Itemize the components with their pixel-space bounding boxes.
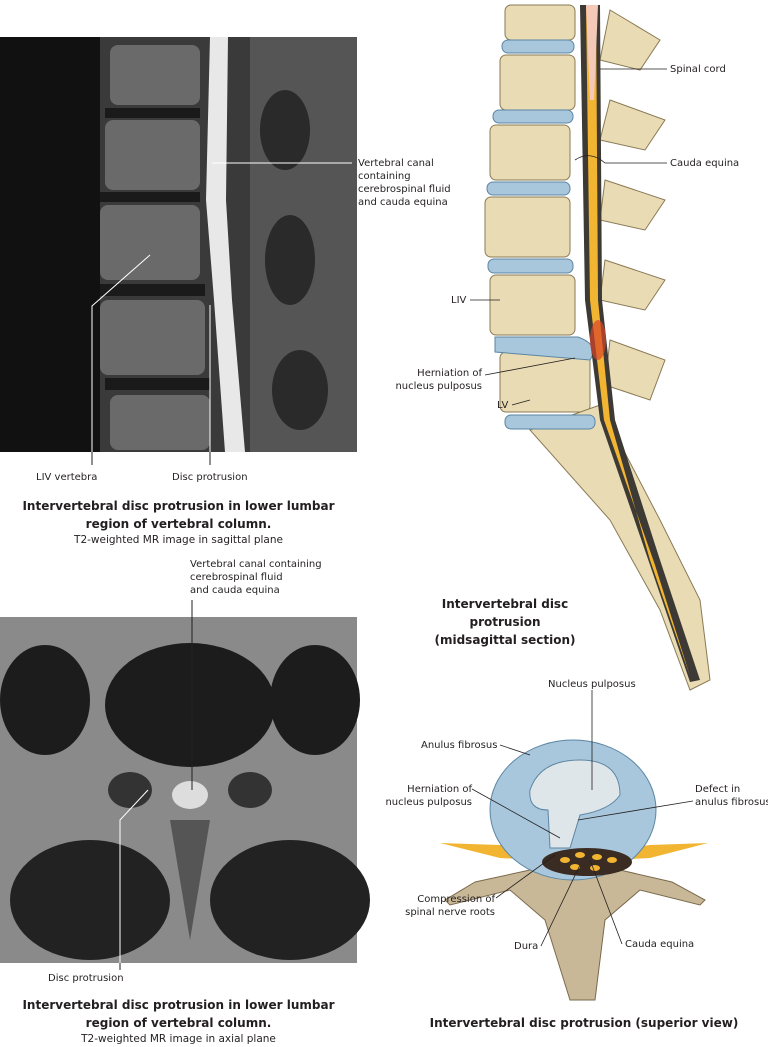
sagittal-mri-image bbox=[0, 37, 357, 452]
caption-title-line: Intervertebral disc protrusion in lower … bbox=[22, 499, 335, 513]
axial-leader-lines bbox=[119, 600, 193, 970]
label-line: spinal nerve roots bbox=[405, 907, 495, 918]
label-lv: LV bbox=[497, 400, 509, 411]
caption-title-line: region of vertebral column. bbox=[85, 1016, 272, 1030]
sagittal-leader-lines bbox=[91, 162, 352, 465]
label-line: and cauda equina bbox=[190, 585, 280, 596]
caption-title-line: region of vertebral column. bbox=[85, 517, 272, 531]
caption-title-line: Intervertebral disc protrusion in lower … bbox=[22, 998, 335, 1012]
caption-midsagittal: Intervertebral disc protrusion (midsagit… bbox=[420, 595, 590, 649]
label-line: and cauda equina bbox=[358, 197, 448, 208]
label-line: Vertebral canal bbox=[358, 158, 434, 169]
caption-sagittal-mri: Intervertebral disc protrusion in lower … bbox=[0, 497, 357, 548]
label-line: Herniation of bbox=[407, 784, 472, 795]
label-liv: LIV bbox=[451, 295, 467, 306]
label-anulus-fibrosus: Anulus fibrosus bbox=[421, 740, 498, 751]
label-line: Defect in bbox=[695, 784, 741, 795]
caption-subtitle: T2-weighted MR image in axial plane bbox=[81, 1033, 276, 1045]
label-line: Compression of bbox=[417, 894, 495, 905]
midsagittal-illustration bbox=[484, 4, 711, 691]
midsagittal-leader-lines bbox=[470, 68, 667, 406]
label-herniation-superior: Herniation of nucleus pulposus bbox=[380, 783, 472, 809]
label-dura: Dura bbox=[514, 941, 539, 952]
label-herniation-midsagittal: Herniation of nucleus pulposus bbox=[380, 367, 482, 393]
label-line: Herniation of bbox=[417, 368, 482, 379]
label-line: nucleus pulposus bbox=[385, 797, 472, 808]
label-spinal-cord: Spinal cord bbox=[670, 64, 726, 75]
label-vertebral-canal-sagittal: Vertebral canal containing cerebrospinal… bbox=[358, 157, 451, 209]
label-defect-anulus: Defect in anulus fibrosus bbox=[695, 783, 768, 809]
axial-mri-image bbox=[0, 617, 370, 963]
label-disc-protrusion-axial: Disc protrusion bbox=[48, 973, 124, 984]
label-line: anulus fibrosus bbox=[695, 797, 768, 808]
label-compression-nerve-roots: Compression of spinal nerve roots bbox=[390, 893, 495, 919]
label-cauda-equina-midsagittal: Cauda equina bbox=[670, 158, 740, 169]
label-line: containing bbox=[358, 171, 411, 182]
superior-view-illustration bbox=[440, 739, 708, 1001]
superior-leader-lines bbox=[471, 690, 694, 947]
label-line: nucleus pulposus bbox=[395, 381, 482, 392]
label-nucleus-pulposus: Nucleus pulposus bbox=[548, 679, 636, 690]
label-vertebral-canal-axial: Vertebral canal containing cerebrospinal… bbox=[190, 558, 322, 597]
label-disc-protrusion-sagittal: Disc protrusion bbox=[172, 472, 248, 483]
label-line: cerebrospinal fluid bbox=[190, 572, 283, 583]
caption-axial-mri: Intervertebral disc protrusion in lower … bbox=[0, 996, 357, 1047]
label-liv-vertebra: LIV vertebra bbox=[36, 472, 98, 483]
label-line: Vertebral canal containing bbox=[190, 559, 322, 570]
caption-title-line: Intervertebral disc protrusion bbox=[441, 597, 569, 629]
caption-superior-view: Intervertebral disc protrusion (superior… bbox=[429, 1016, 739, 1030]
label-line: cerebrospinal fluid bbox=[358, 184, 451, 195]
caption-subtitle: T2-weighted MR image in sagittal plane bbox=[74, 534, 283, 546]
caption-title-line: (midsagittal section) bbox=[434, 633, 576, 647]
label-cauda-equina-superior: Cauda equina bbox=[625, 939, 695, 950]
